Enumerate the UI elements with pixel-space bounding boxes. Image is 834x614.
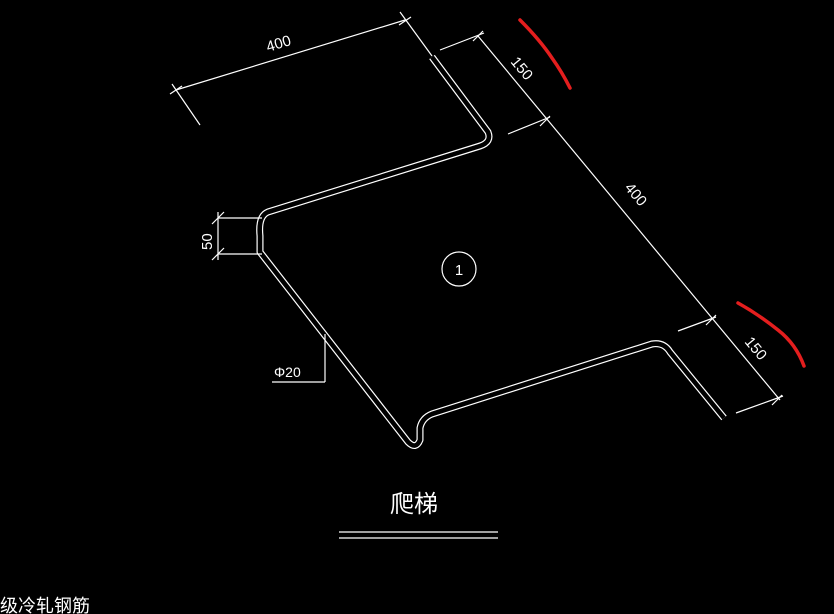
bar-spec-leader: Φ20	[272, 334, 326, 383]
dimension-label-upper-hook: 150	[507, 54, 536, 84]
item-number-label: 1	[455, 262, 463, 279]
red-mark-lower	[736, 301, 806, 368]
item-number-balloon: 1	[441, 251, 477, 287]
footer-note: 级冷轧钢筋	[0, 596, 90, 614]
dimension-top-400: 400	[169, 11, 433, 126]
red-annotation-marks	[518, 18, 806, 368]
dimension-label-lower-hook: 150	[741, 334, 770, 364]
rebar-shape	[256, 54, 727, 449]
red-mark-upper	[518, 18, 572, 90]
dimension-left-50: 50	[199, 211, 262, 261]
dimension-label-offset: 50	[199, 233, 216, 250]
bar-spec-label: Φ20	[274, 364, 301, 380]
drawing-title-block: 爬梯	[339, 490, 498, 539]
dimension-label-diagonal: 400	[621, 180, 650, 210]
drawing-title: 爬梯	[390, 490, 438, 518]
dimension-label-top: 400	[264, 32, 293, 56]
